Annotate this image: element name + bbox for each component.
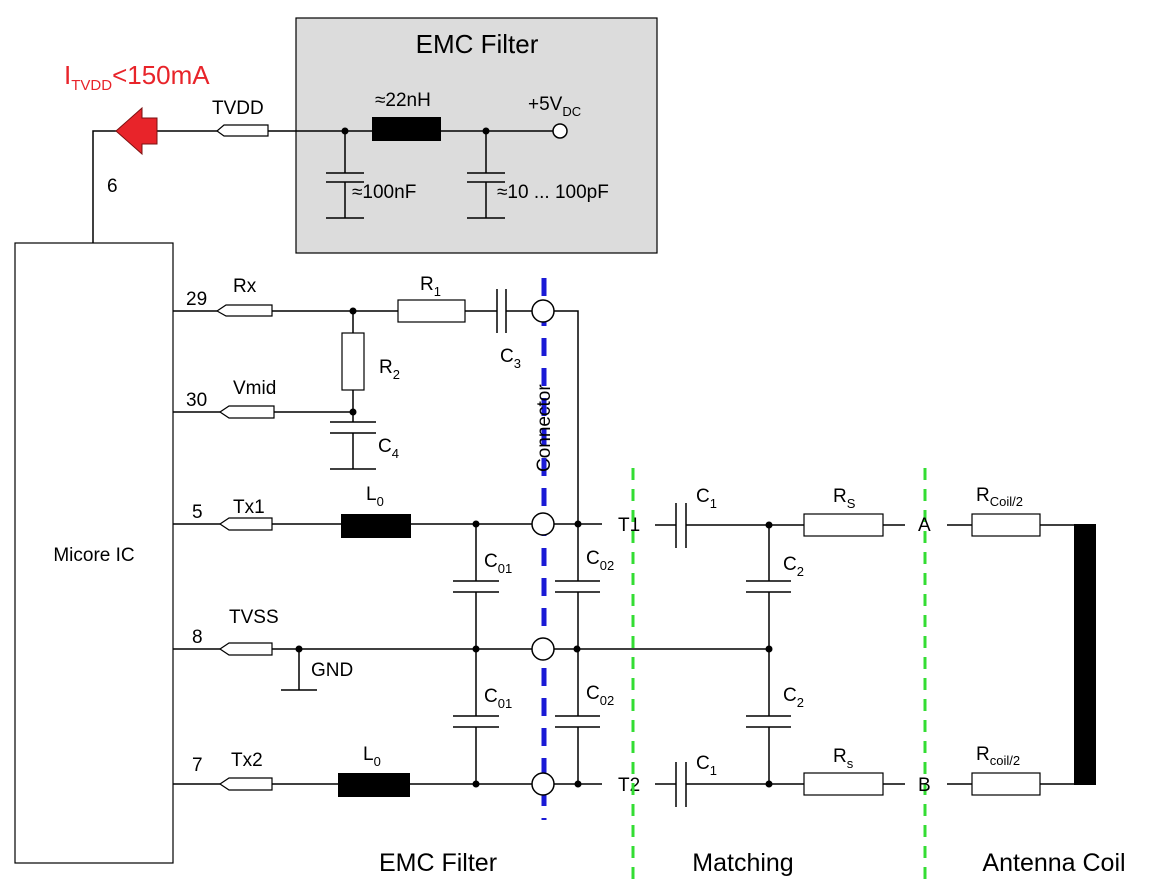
pin-name-tx2: Tx2 [231, 750, 263, 771]
label-c1-top: C1 [696, 486, 717, 511]
label-r2: R2 [379, 357, 400, 382]
label-rs-bottom: Rs [833, 746, 854, 771]
wire-antenna [947, 524, 1075, 785]
label-rcoil-top: RCoil/2 [976, 485, 1023, 509]
capacitors-c2 [746, 525, 791, 784]
label-r1: R1 [420, 274, 441, 299]
label-c02-bottom: C02 [586, 683, 614, 708]
node-t2: T2 [618, 775, 640, 796]
resistor-rcoil-top [971, 513, 1041, 537]
label-l0-top: L0 [366, 484, 384, 509]
connector-pin-tvss[interactable] [531, 637, 555, 661]
inductor-22nh [372, 117, 441, 141]
label-c2-bottom: C2 [783, 685, 804, 710]
capacitor-c4 [330, 412, 376, 470]
pin-marker-tvss [218, 642, 273, 656]
pin-name-tvdd: TVDD [212, 98, 264, 119]
resistor-rcoil-bottom [971, 772, 1041, 796]
capacitor-c3 [496, 289, 507, 333]
section-label-emc: EMC Filter [379, 849, 497, 877]
capacitors-c01 [453, 524, 499, 784]
label-c4: C4 [378, 436, 399, 461]
connector-pin-tx2[interactable] [531, 772, 555, 796]
pin-number-vmid: 30 [186, 390, 207, 411]
label-c01-top: C01 [484, 551, 512, 576]
pin-marker-tx1 [218, 517, 273, 531]
capacitor-10-100pf-label: ≈10 ... 100pF [497, 182, 609, 203]
connector-label: Connector [534, 384, 555, 472]
pin-name-tx1: Tx1 [233, 497, 265, 518]
pin-number-tx1: 5 [192, 502, 203, 523]
resistor-r2 [341, 332, 365, 391]
node-b: B [918, 775, 931, 796]
supply-label: +5VDC [528, 94, 581, 119]
pin-name-tvss: TVSS [229, 607, 279, 628]
label-c3: C3 [500, 346, 521, 371]
capacitors-c02 [555, 524, 600, 784]
pin-number-tvdd: 6 [107, 176, 118, 197]
micore-ic [14, 242, 174, 864]
resistor-r1 [397, 299, 466, 323]
section-label-antenna: Antenna Coil [982, 849, 1125, 877]
label-c02-top: C02 [586, 548, 614, 573]
capacitor-100nf [326, 131, 364, 219]
capacitor-c1-bottom [675, 762, 687, 807]
junction-dot [765, 780, 773, 788]
pin-marker-tvdd [216, 124, 269, 137]
emc-filter-box-title: EMC Filter [416, 29, 539, 59]
label-l0-bottom: L0 [363, 744, 381, 769]
section-label-matching: Matching [692, 849, 793, 877]
emc-filter-box [295, 17, 658, 254]
pin-marker-tx2 [218, 777, 273, 791]
resistor-rs-top [803, 513, 884, 537]
label-c1-bottom: C1 [696, 753, 717, 778]
inductor-22nh-label: ≈22nH [375, 90, 431, 111]
supply-terminal[interactable] [552, 123, 568, 139]
current-limit-label: ITVDD<150mA [64, 60, 210, 94]
inductor-l0-top [341, 514, 411, 538]
wire-tvdd-ic [92, 130, 118, 243]
connector-pin-rx[interactable] [531, 299, 555, 323]
node-a: A [918, 515, 931, 536]
resistor-rs-bottom [803, 772, 884, 796]
label-rcoil-bottom: Rcoil/2 [976, 744, 1020, 768]
ground-symbol-icon [281, 649, 317, 691]
current-direction-arrow-icon [115, 106, 158, 156]
pin-name-vmid: Vmid [233, 378, 276, 399]
pin-number-tx2: 7 [192, 755, 203, 776]
label-gnd: GND [311, 660, 353, 681]
node-t1: T1 [618, 515, 640, 536]
micore-ic-label: Micore IC [53, 545, 134, 566]
connector-pin-tx1[interactable] [531, 512, 555, 536]
capacitor-100nf-label: ≈100nF [352, 182, 416, 203]
label-c2-top: C2 [783, 554, 804, 579]
pin-marker-rx [215, 304, 273, 317]
antenna-coil [1074, 524, 1096, 785]
wire-rx-return [553, 310, 579, 523]
label-rs-top: RS [833, 486, 856, 511]
pin-number-tvss: 8 [192, 627, 203, 648]
capacitor-c1-top [675, 503, 687, 548]
inductor-l0-bottom [338, 773, 410, 797]
label-c01-bottom: C01 [484, 686, 512, 711]
pin-number-rx: 29 [186, 289, 207, 310]
pin-name-rx: Rx [233, 276, 257, 297]
junction-dot [573, 645, 581, 653]
capacitor-10-100pf [467, 131, 505, 219]
pin-marker-vmid [218, 405, 275, 419]
